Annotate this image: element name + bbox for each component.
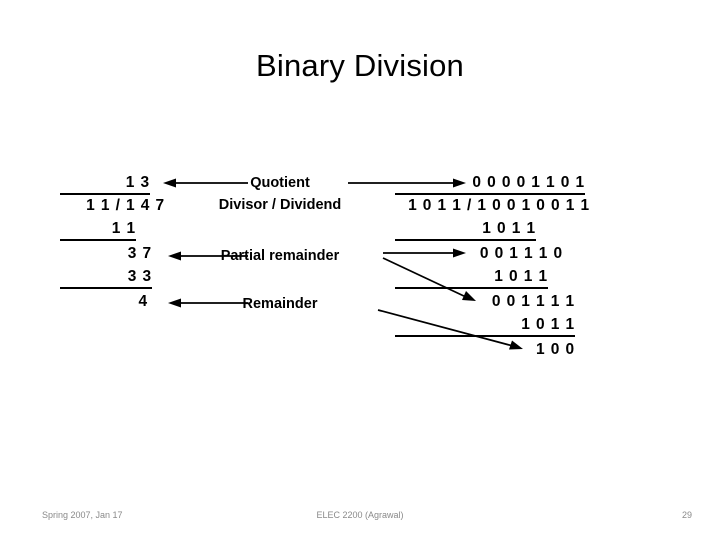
decimal-remainder: 4 (138, 293, 148, 310)
label-divisor-dividend: Divisor / Dividend (218, 197, 342, 213)
decimal-divisor-dividend: 1 1 / 1 4 7 (86, 197, 165, 214)
binary-partial-remainder-2: 0 0 1 1 1 1 (491, 293, 575, 310)
label-quotient: Quotient (250, 175, 310, 191)
label-remainder: Remainder (242, 296, 318, 312)
decimal-quotient: 1 3 (60, 174, 150, 195)
binary-divisor-dividend: 1 0 1 1 / 1 0 0 1 0 0 1 1 (408, 197, 590, 214)
decimal-partial-remainder: 3 7 (127, 245, 152, 262)
footer-page-number: 29 (681, 510, 692, 520)
binary-remainder: 1 0 0 (536, 341, 575, 358)
binary-partial-remainder-1: 0 0 1 1 1 0 (479, 245, 563, 262)
binary-subtract-1: 1 0 1 1 (395, 220, 536, 241)
binary-quotient: 0 0 0 0 1 1 0 1 (395, 174, 585, 195)
binary-subtract-2: 1 0 1 1 (395, 268, 548, 289)
decimal-subtract-1: 1 1 (60, 220, 136, 241)
page-title: Binary Division (255, 48, 464, 83)
decimal-subtract-2: 3 3 (60, 268, 152, 289)
footer-course: ELEC 2200 (Agrawal) (316, 510, 404, 520)
binary-subtract-3: 1 0 1 1 (395, 316, 575, 337)
footer-date: Spring 2007, Jan 17 (42, 510, 123, 520)
label-partial-remainder: Partial remainder (220, 248, 340, 264)
